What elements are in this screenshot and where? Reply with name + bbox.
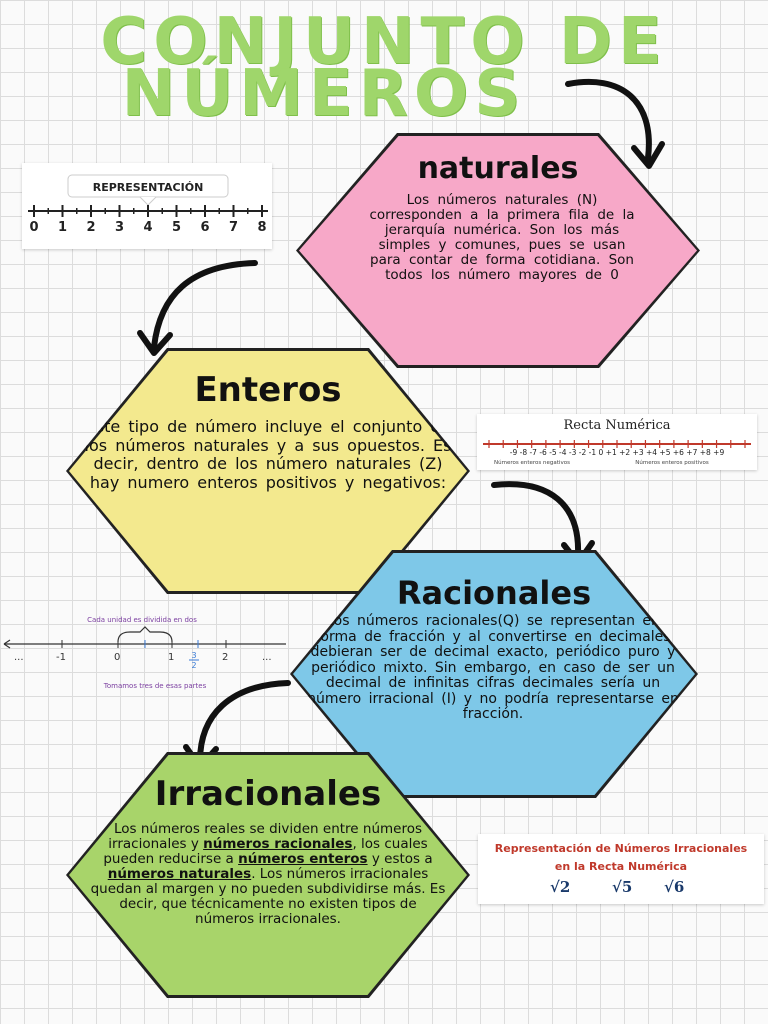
fraccion-numerator: 3 xyxy=(191,651,196,660)
fraccion-tick-0: ... xyxy=(14,652,24,663)
fraccion-tick-2: 0 xyxy=(114,652,120,663)
representacion-label: REPRESENTACIÓN xyxy=(93,181,204,194)
number-line-label: 0 xyxy=(29,220,38,235)
numeros-enteros-link: números enteros xyxy=(238,851,368,867)
root-2: √2 xyxy=(550,878,571,896)
enteros-title: Enteros xyxy=(194,370,342,410)
number-line-label: 2 xyxy=(86,220,95,235)
numeros-racionales-link: números racionales xyxy=(203,836,353,852)
fraccion-tick-1: -1 xyxy=(56,652,66,663)
root-5: √5 xyxy=(612,878,633,896)
naturales-title: naturales xyxy=(417,151,579,186)
number-line-label: 3 xyxy=(115,220,124,235)
arrow-naturales-to-enteros xyxy=(137,260,258,356)
number-line-graphic: REPRESENTACIÓN 0 1 2 3 4 5 6 7 8 xyxy=(28,174,268,235)
number-line-label: 1 xyxy=(58,220,67,235)
fraccion-bottom-label: Tomamos tres de esas partes xyxy=(103,682,207,690)
irracionales-card-title-2: en la Recta Numérica xyxy=(554,860,688,873)
fraccion-tick-4: 2 xyxy=(222,652,228,663)
arrow-title-to-naturales xyxy=(565,78,665,169)
irracionales-card-title-1: Representación de Números Irracionales xyxy=(494,842,748,855)
fraccion-denominator: 2 xyxy=(191,661,196,670)
recta-neg-label: Números enteros negativos xyxy=(494,459,570,466)
fraccion-tick-3: 1 xyxy=(168,652,174,663)
recta-numerica-graphic: Recta Numérica -9 -8 -7 -6 -5 -4 -3 -2 -… xyxy=(483,418,751,466)
recta-numerica-ticks: -9 -8 -7 -6 -5 -4 -3 -2 -1 0 +1 +2 +3 +4… xyxy=(510,448,725,457)
irracionales-text-part: , los cuales pueden reducirse a xyxy=(103,836,428,867)
number-line-label: 8 xyxy=(257,220,266,235)
number-line-label: 4 xyxy=(143,220,152,235)
irracionales-text: Los números reales se dividen entre núme… xyxy=(90,822,446,927)
number-line-label: 5 xyxy=(172,220,181,235)
recta-numerica-image: Recta Numérica -9 -8 -7 -6 -5 -4 -3 -2 -… xyxy=(477,414,757,470)
fraccion-tick-5: ... xyxy=(262,652,272,663)
enteros-text: Este tipo de número incluye el conjunto … xyxy=(84,417,452,492)
recta-pos-label: Números enteros positivos xyxy=(635,459,709,466)
racionales-title: Racionales xyxy=(396,574,592,612)
racionales-text: Los números racionales(Q) se representan… xyxy=(307,613,679,722)
recta-numerica-title: Recta Numérica xyxy=(563,418,670,433)
irracionales-text-part: y estos a xyxy=(367,851,433,867)
fraccion-line-image: Cada unidad es dividida en dos ... -1 0 … xyxy=(0,612,290,692)
irracionales-text-part: . Los números irracionales quedan al mar… xyxy=(90,866,446,927)
numeros-naturales-link: números naturales xyxy=(107,866,252,882)
irracionales-title: Irracionales xyxy=(154,774,382,814)
fraccion-line-graphic: Cada unidad es dividida en dos ... -1 0 … xyxy=(3,616,286,690)
number-line-label: 7 xyxy=(229,220,238,235)
irracionales-representation-image: Representación de Números Irracionales e… xyxy=(478,834,764,904)
naturales-number-line-image: REPRESENTACIÓN 0 1 2 3 4 5 6 7 8 xyxy=(22,163,272,249)
root-6: √6 xyxy=(664,878,685,896)
irracionales-text-part: Los números reales se dividen entre núme… xyxy=(108,821,423,852)
number-line-label: 6 xyxy=(200,220,209,235)
page-title-line1: CONJUNTO DE xyxy=(100,5,668,79)
fraccion-top-label: Cada unidad es dividida en dos xyxy=(87,616,197,624)
naturales-text: Los números naturales (N) corresponden a… xyxy=(369,192,635,283)
page-title-line2: NÚMEROS xyxy=(121,57,527,131)
